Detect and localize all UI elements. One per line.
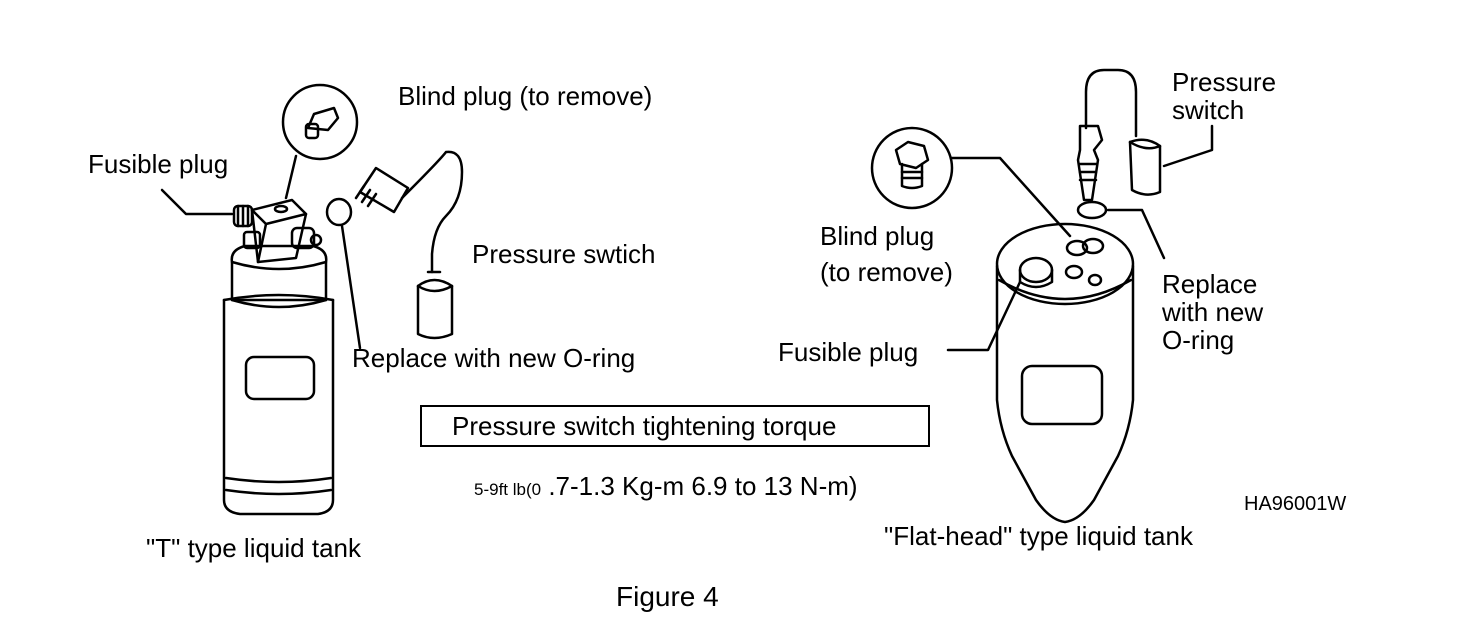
flat-fusible-plug-label: Fusible plug: [778, 337, 919, 367]
t-blind-plug-callout: [281, 83, 359, 200]
t-o-ring: [325, 197, 353, 227]
t-pressure-switch: [354, 150, 464, 340]
flat-head-liquid-tank: [995, 222, 1135, 524]
flat-blind-plug-label-2: (to remove): [820, 257, 953, 287]
flat-pressure-switch: [1076, 68, 1214, 260]
t-side-fittings: [242, 226, 323, 250]
t-oring-label: Replace with new O-ring: [352, 343, 636, 373]
t-blind-plug-label: Blind plug (to remove): [398, 81, 653, 111]
flat-oring-label-2: with new: [1162, 297, 1264, 327]
flat-blind-plug-callout: [870, 126, 1072, 238]
flat-pressure-switch-label-1: Pressure: [1172, 67, 1277, 97]
t-fusible-plug-label: Fusible plug: [88, 149, 229, 179]
flat-blind-plug-label-1: Blind plug: [820, 221, 935, 251]
drawing-code: HA96001W: [1244, 493, 1347, 515]
torque-title: Pressure switch tightening torque: [452, 411, 837, 441]
flat-tank-caption: "Flat-head" type liquid tank: [884, 521, 1193, 551]
flat-oring-label-1: Replace: [1162, 269, 1258, 299]
torque-box: Pressure switch tightening torque: [420, 405, 930, 447]
torque-spec-main: .7-1.3 Kg-m 6.9 to 13 N-m): [541, 471, 858, 501]
torque-spec: 5-9ft lb(0 .7-1.3 Kg-m 6.9 to 13 N-m): [474, 472, 858, 504]
t-pressure-switch-label: Pressure swtich: [472, 239, 656, 269]
flat-oring-label-3: O-ring: [1162, 325, 1235, 355]
t-fusible-plug: [232, 204, 254, 228]
t-head-block: [250, 198, 308, 264]
figure-caption: Figure 4: [616, 581, 719, 612]
torque-spec-prefix: 5-9ft lb(0: [474, 480, 542, 499]
t-tank-caption: "T" type liquid tank: [146, 533, 362, 563]
t-type-liquid-tank: [222, 244, 335, 516]
flat-pressure-switch-label-2: switch: [1172, 95, 1245, 125]
